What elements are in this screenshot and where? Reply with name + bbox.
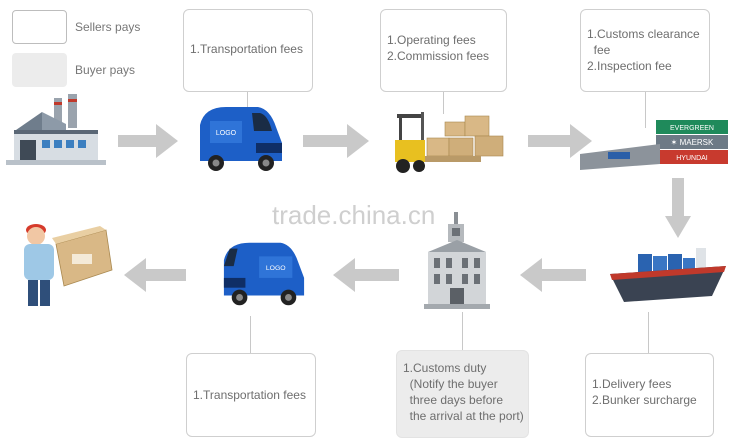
arrow-van-to-courier xyxy=(124,258,186,292)
factory-icon xyxy=(6,94,106,165)
van-icon-bottom: LOGO xyxy=(223,242,305,306)
arrow-van-to-forklift xyxy=(303,124,369,158)
svg-text:HYUNDAI: HYUNDAI xyxy=(676,155,708,162)
operating-fees-line-2: 2.Commission fees xyxy=(387,49,490,63)
arrow-containers-to-ship xyxy=(665,178,691,238)
legend-buyer-label: Buyer pays xyxy=(75,63,136,77)
legend-sellers-swatch xyxy=(12,10,67,44)
svg-text:✶ MAERSK: ✶ MAERSK xyxy=(671,138,714,147)
legend-buyer-swatch xyxy=(12,53,67,87)
arrow-factory-to-van xyxy=(118,124,178,158)
customs-clearance-box: 1.Customs clearance fee 2.Inspection fee xyxy=(580,9,710,92)
customs-building-icon xyxy=(424,212,490,309)
customs-duty-box: 1.Customs duty (Notify the buyer three d… xyxy=(396,350,529,438)
customs-duty-line-4: the arrival at the port) xyxy=(403,409,524,423)
svg-text:LOGO: LOGO xyxy=(216,130,237,137)
connector-operating xyxy=(443,92,444,114)
transport-fees-box-bottom: 1.Transportation fees xyxy=(186,353,316,437)
connector-transport-bottom xyxy=(250,316,251,353)
transport-fees-box-top: 1.Transportation fees xyxy=(183,9,313,92)
customs-clearance-line-3: 2.Inspection fee xyxy=(587,59,672,73)
ship-icon xyxy=(610,248,726,302)
svg-text:LOGO: LOGO xyxy=(266,265,286,272)
containers-icon: EVERGREEN ✶ MAERSK HYUNDAI xyxy=(580,120,728,170)
customs-duty-line-3: three days before xyxy=(403,393,504,407)
svg-text:EVERGREEN: EVERGREEN xyxy=(670,125,714,132)
delivery-fees-box: 1.Delivery fees 2.Bunker surcharge xyxy=(585,353,714,437)
delivery-fees-line-2: 2.Bunker surcharge xyxy=(592,393,697,407)
connector-delivery xyxy=(648,312,649,353)
transport-fees-top-line-1: 1.Transportation fees xyxy=(190,42,303,56)
customs-duty-line-1: 1.Customs duty xyxy=(403,361,487,375)
van-icon-top: LOGO xyxy=(200,107,282,171)
legend-sellers-label: Sellers pays xyxy=(75,20,141,34)
courier-icon xyxy=(24,224,113,306)
arrow-ship-to-customs xyxy=(520,258,586,292)
customs-duty-line-2: (Notify the buyer xyxy=(403,377,498,391)
operating-fees-line-1: 1.Operating fees xyxy=(387,33,476,47)
connector-customs-clearance xyxy=(645,92,646,128)
connector-customs-duty xyxy=(462,312,463,350)
transport-fees-bottom-line-1: 1.Transportation fees xyxy=(193,388,306,402)
arrow-forklift-to-containers xyxy=(528,124,592,158)
arrow-customs-to-van xyxy=(333,258,399,292)
operating-fees-box: 1.Operating fees 2.Commission fees xyxy=(380,9,507,92)
customs-clearance-line-2: fee xyxy=(587,43,611,57)
customs-clearance-line-1: 1.Customs clearance xyxy=(587,27,700,41)
delivery-fees-line-1: 1.Delivery fees xyxy=(592,377,672,391)
watermark-text: trade.china.cn xyxy=(272,200,436,230)
forklift-icon xyxy=(395,112,504,173)
